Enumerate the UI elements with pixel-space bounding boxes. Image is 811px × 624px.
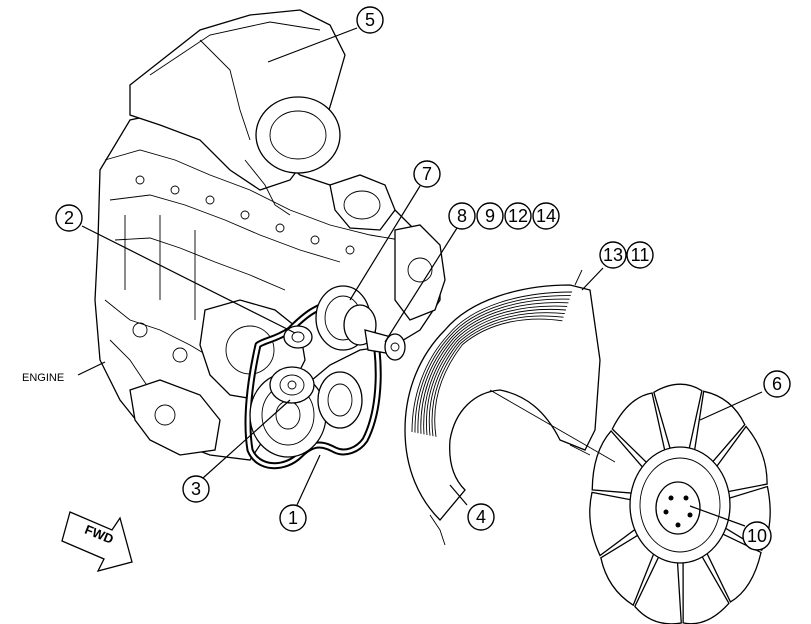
callout-14: 14 bbox=[532, 202, 560, 230]
fan-blade bbox=[653, 383, 703, 459]
callout-3: 3 bbox=[182, 475, 210, 503]
callout-12-label: 12 bbox=[508, 206, 528, 226]
fan-blade bbox=[611, 392, 668, 472]
shroud-ring bbox=[434, 318, 563, 437]
shroud-ring bbox=[431, 315, 564, 437]
engine-label: ENGINE bbox=[22, 372, 64, 384]
fan-blade bbox=[634, 546, 682, 624]
cooling-fan bbox=[589, 383, 771, 624]
callout-12: 12 bbox=[504, 202, 532, 230]
callout-7-label: 7 bbox=[422, 164, 432, 184]
callout-1-label: 1 bbox=[288, 508, 298, 528]
callout-7: 7 bbox=[413, 160, 441, 188]
callout-3-label: 3 bbox=[191, 479, 201, 499]
shroud-ring bbox=[411, 291, 573, 433]
callout-5: 5 bbox=[356, 6, 384, 34]
callout-11-label: 11 bbox=[631, 245, 650, 265]
fan-blade bbox=[682, 546, 730, 624]
drive-belt-assembly bbox=[244, 285, 406, 470]
shroud-ring bbox=[423, 305, 568, 435]
callout-13-label: 13 bbox=[603, 245, 623, 265]
callout-9: 9 bbox=[476, 202, 504, 230]
callout-6: 6 bbox=[763, 370, 791, 398]
shroud-ring bbox=[428, 312, 565, 436]
callout-5-label: 5 bbox=[365, 10, 375, 30]
fan-blade bbox=[701, 527, 762, 603]
shroud-ring bbox=[414, 295, 571, 433]
shroud-ring bbox=[426, 309, 567, 436]
forward-direction-arrow: FWD bbox=[61, 511, 133, 572]
callout-11: 11 bbox=[626, 241, 654, 269]
callout-1: 1 bbox=[279, 504, 307, 532]
callout-8-label: 8 bbox=[457, 206, 467, 226]
callout-6-label: 6 bbox=[772, 374, 782, 394]
shroud-ring bbox=[420, 302, 569, 434]
callout-10: 10 bbox=[742, 521, 772, 551]
fan-shroud bbox=[404, 269, 601, 546]
callout-14-label: 14 bbox=[536, 206, 556, 226]
shroud-ring bbox=[417, 298, 570, 434]
callout-2-label: 2 bbox=[64, 208, 74, 228]
callout-8: 8 bbox=[448, 202, 476, 230]
leader-lines bbox=[77, 27, 763, 527]
callout-9-label: 9 bbox=[485, 206, 495, 226]
callout-4: 4 bbox=[467, 503, 495, 531]
callout-13: 13 bbox=[599, 241, 627, 269]
engine-block bbox=[94, 9, 446, 461]
fan-blade bbox=[600, 527, 659, 607]
fan-blade bbox=[692, 390, 746, 472]
callout-10-label: 10 bbox=[747, 526, 767, 546]
callout-4-label: 4 bbox=[476, 507, 486, 527]
callout-2: 2 bbox=[55, 204, 83, 232]
